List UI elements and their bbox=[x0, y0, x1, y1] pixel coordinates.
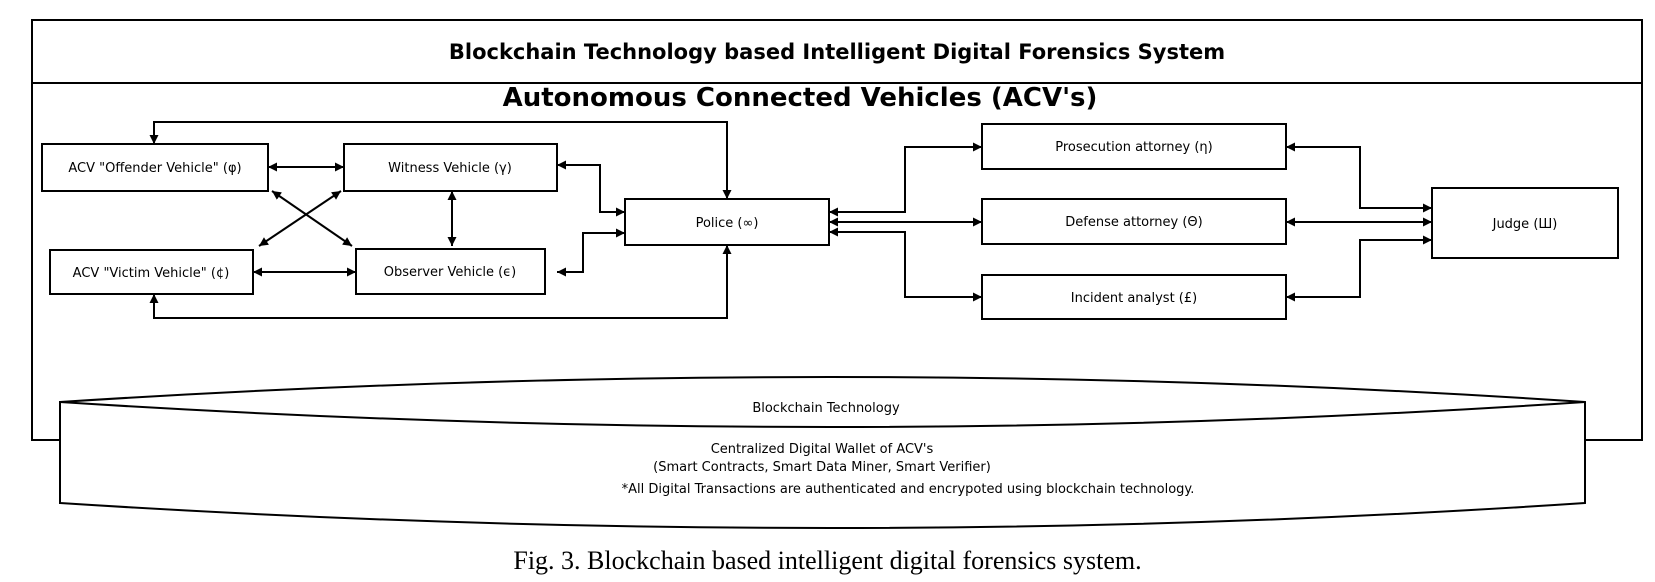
node-witness-label: Witness Vehicle (γ) bbox=[388, 161, 512, 176]
blockchain-cylinder: Blockchain Technology Centralized Digita… bbox=[59, 376, 1586, 529]
node-observer-label: Observer Vehicle (ϵ) bbox=[384, 265, 517, 280]
node-police: Police (∞) bbox=[624, 198, 830, 246]
edge-incident-judge bbox=[1286, 235, 1432, 302]
forensics-diagram: Blockchain Technology based Intelligent … bbox=[31, 19, 1643, 529]
connectors bbox=[149, 121, 1432, 319]
edge-offender-police bbox=[149, 121, 732, 199]
blockchain-line1: Centralized Digital Wallet of ACV's bbox=[711, 442, 934, 457]
node-victim-label: ACV "Victim Vehicle" (¢) bbox=[73, 266, 230, 281]
node-judge: Judge (Ш) bbox=[1431, 187, 1619, 259]
edge-victim-police bbox=[149, 245, 732, 319]
node-prosecution-attorney: Prosecution attorney (η) bbox=[981, 123, 1287, 170]
node-witness-vehicle: Witness Vehicle (γ) bbox=[343, 143, 558, 192]
node-defense-attorney: Defense attorney (Θ) bbox=[981, 198, 1287, 245]
node-observer-vehicle: Observer Vehicle (ϵ) bbox=[355, 248, 546, 295]
blockchain-line3: *All Digital Transactions are authentica… bbox=[622, 482, 1195, 497]
node-incident-analyst: Incident analyst (£) bbox=[981, 274, 1287, 320]
blockchain-title: Blockchain Technology bbox=[752, 401, 900, 416]
node-police-label: Police (∞) bbox=[696, 216, 759, 231]
node-offender-vehicle: ACV "Offender Vehicle" (φ) bbox=[41, 143, 269, 192]
edge-police-incident bbox=[829, 227, 982, 302]
edge-prosecution-judge bbox=[1286, 142, 1432, 213]
node-incident-label: Incident analyst (£) bbox=[1071, 291, 1197, 306]
blockchain-line2: (Smart Contracts, Smart Data Miner, Smar… bbox=[653, 460, 991, 475]
blockchain-body bbox=[59, 376, 1586, 529]
edge-police-prosecution bbox=[829, 142, 982, 217]
node-defense-label: Defense attorney (Θ) bbox=[1065, 215, 1202, 230]
node-victim-vehicle: ACV "Victim Vehicle" (¢) bbox=[49, 249, 254, 295]
node-offender-label: ACV "Offender Vehicle" (φ) bbox=[68, 161, 241, 176]
edge-witness-victim bbox=[258, 190, 342, 247]
section-title: Autonomous Connected Vehicles (ACV's) bbox=[503, 83, 1098, 113]
figure-caption: Fig. 3. Blockchain based intelligent dig… bbox=[513, 546, 1142, 575]
frame-title: Blockchain Technology based Intelligent … bbox=[449, 40, 1225, 64]
node-judge-label: Judge (Ш) bbox=[1492, 217, 1558, 232]
blockchain-top-rim bbox=[59, 401, 1586, 428]
node-prosecution-label: Prosecution attorney (η) bbox=[1055, 140, 1213, 155]
